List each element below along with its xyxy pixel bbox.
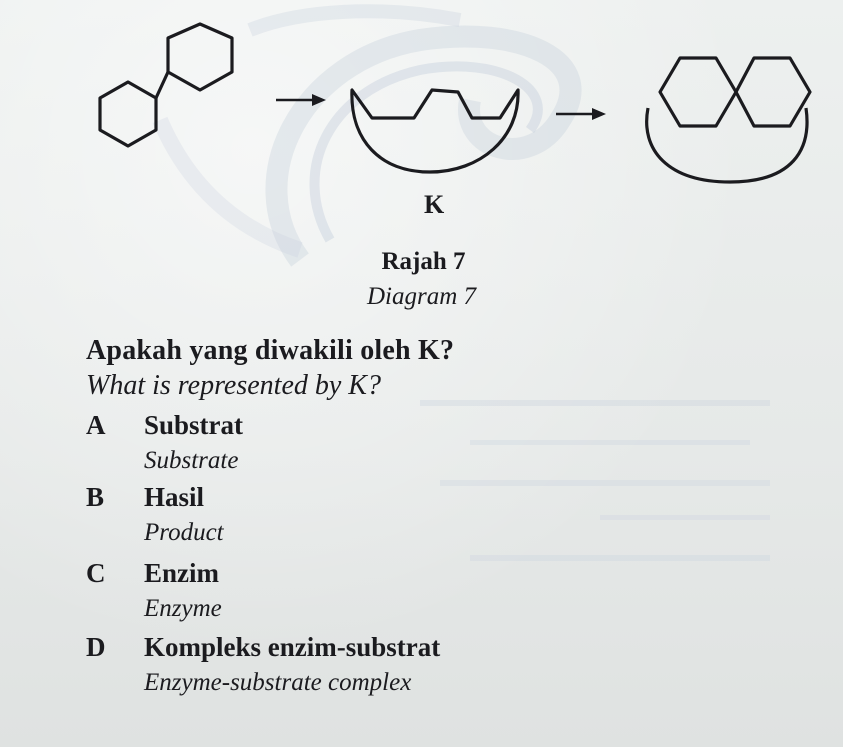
option-b-label-malay: Hasil	[144, 482, 205, 512]
option-c-letter: C	[86, 558, 106, 588]
arrow-2-head	[592, 108, 606, 120]
enzyme-label-k: K	[424, 190, 445, 219]
arrow-1-head	[312, 94, 326, 106]
option-d-letter: D	[86, 632, 106, 662]
option-d[interactable]: D Kompleks enzim-substrat Enzyme-substra…	[86, 632, 586, 706]
option-c-label-english: Enzyme	[144, 595, 222, 622]
enzyme-diagram	[98, 22, 812, 184]
option-a[interactable]: A Substrat Substrate	[86, 410, 586, 484]
question-english: What is represented by K?	[86, 370, 381, 401]
substrate-bond	[154, 71, 170, 99]
option-d-label-malay: Kompleks enzim-substrat	[144, 632, 441, 662]
substrate-hexagon-left	[98, 80, 158, 148]
option-d-label-english: Enzyme-substrate complex	[144, 669, 412, 696]
figure-caption-english: Diagram 7	[366, 283, 477, 310]
question-malay: Apakah yang diwakili oleh K?	[86, 335, 455, 366]
complex-hexagon-left	[658, 56, 738, 128]
option-a-label-english: Substrate	[144, 447, 239, 474]
option-b-letter: B	[86, 482, 105, 512]
figure-caption-malay: Rajah 7	[381, 248, 466, 275]
option-b[interactable]: B Hasil Product	[86, 482, 586, 556]
enzyme-k-shape	[350, 88, 520, 174]
option-a-label-malay: Substrat	[144, 410, 244, 440]
option-c[interactable]: C Enzim Enzyme	[86, 558, 586, 632]
substrate-hexagon-right	[166, 22, 234, 92]
option-c-label-malay: Enzim	[144, 558, 220, 588]
complex-enzyme-body	[645, 107, 809, 184]
complex-hexagon-right	[734, 56, 812, 128]
option-a-letter: A	[86, 410, 106, 440]
option-b-label-english: Product	[144, 519, 224, 546]
